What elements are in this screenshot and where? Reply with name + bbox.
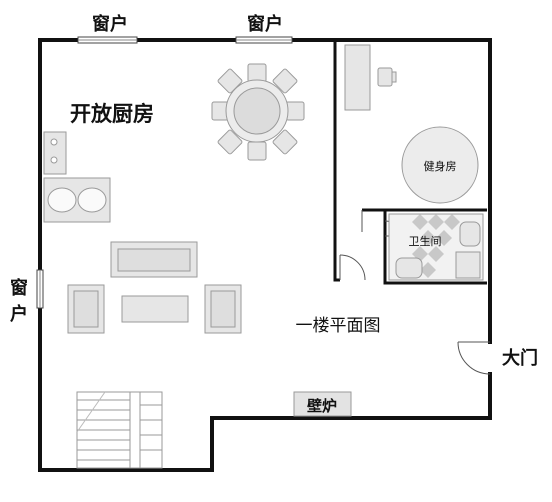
main-door-label: 大门: [502, 347, 538, 369]
window-left: [36, 269, 44, 309]
floor-plan-label: 一楼平面图: [296, 316, 381, 336]
window-top-left: [77, 36, 138, 44]
bathroom-fixtures: [388, 213, 484, 281]
window-top-right-label: 窗户: [247, 13, 283, 35]
window-top-right: [235, 36, 293, 44]
window-top-left-label: 窗户: [92, 13, 128, 35]
staircase: [76, 391, 163, 469]
kitchen-counter: [43, 131, 67, 175]
window-left-label-2: 户: [10, 303, 28, 325]
window-left-label-1: 窗: [10, 277, 28, 299]
gym-furniture: [344, 44, 479, 204]
main-door: [457, 341, 491, 375]
gym-label: 健身房: [424, 159, 457, 173]
kitchen-sink: [43, 177, 111, 223]
bathroom-label: 卫生间: [409, 234, 442, 248]
gym-door: [339, 210, 366, 281]
dining-table: [211, 63, 305, 161]
fireplace-label: 壁炉: [307, 397, 337, 415]
outer-walls: [38, 38, 492, 472]
fireplace: [293, 391, 352, 417]
interior-walls: [333, 40, 487, 285]
open-kitchen-label: 开放厨房: [70, 102, 154, 126]
sofa-set: [67, 241, 242, 334]
